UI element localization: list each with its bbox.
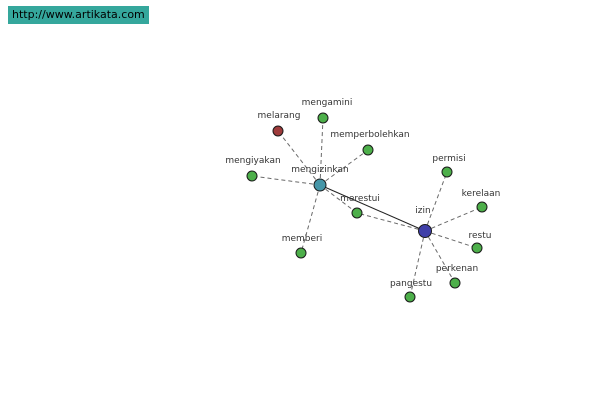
graph-node-label-mengamini[interactable]: mengamini xyxy=(302,98,353,108)
graph-edge-mengizinkan-izin xyxy=(319,184,426,232)
graph-edge-mengizinkan-merestui xyxy=(319,184,358,214)
graph-node-label-memperbolehkan[interactable]: memperbolehkan xyxy=(330,130,409,140)
graph-edge-mengizinkan-memberi xyxy=(300,184,321,254)
graph-node-mengiyakan[interactable] xyxy=(246,170,258,182)
graph-node-label-izin[interactable]: izin xyxy=(415,206,430,216)
graph-node-label-memberi[interactable]: memberi xyxy=(282,234,323,244)
graph-node-label-melarang[interactable]: melarang xyxy=(258,111,301,121)
graph-node-label-mengiyakan[interactable]: mengiyakan xyxy=(225,156,280,166)
graph-node-label-mengizinkan[interactable]: mengizinkan xyxy=(291,165,348,175)
graph-edge-izin-permisi xyxy=(424,171,448,232)
graph-node-label-pangestu[interactable]: pangestu xyxy=(390,279,432,289)
graph-node-izin[interactable] xyxy=(418,224,432,238)
graph-node-restu[interactable] xyxy=(471,242,483,254)
graph-node-perkenan[interactable] xyxy=(449,277,461,289)
graph-node-pangestu[interactable] xyxy=(404,291,416,303)
graph-node-label-restu[interactable]: restu xyxy=(469,231,492,241)
address-bar-url[interactable]: http://www.artikata.com xyxy=(8,6,149,24)
graph-node-memberi[interactable] xyxy=(295,247,307,259)
graph-edge-izin-perkenan xyxy=(424,230,456,284)
graph-node-mengizinkan[interactable] xyxy=(313,178,327,192)
graph-edge-izin-pangestu xyxy=(409,230,426,298)
graph-node-melarang[interactable] xyxy=(272,125,284,137)
graph-node-label-kerelaan[interactable]: kerelaan xyxy=(462,189,501,199)
graph-edge-mengizinkan-mengiyakan xyxy=(251,175,321,186)
graph-node-merestui[interactable] xyxy=(351,207,363,219)
graph-edge-mengizinkan-melarang xyxy=(277,130,321,186)
graph-node-label-permisi[interactable]: permisi xyxy=(432,154,465,164)
graph-edge-izin-merestui xyxy=(356,212,426,232)
graph-edge-izin-kerelaan xyxy=(424,206,483,232)
graph-node-memperbolehkan[interactable] xyxy=(362,144,374,156)
graph-node-kerelaan[interactable] xyxy=(476,201,488,213)
graph-edge-izin-restu xyxy=(424,230,478,249)
graph-node-permisi[interactable] xyxy=(441,166,453,178)
graph-edge-mengizinkan-memperbolehkan xyxy=(319,149,369,186)
graph-node-mengamini[interactable] xyxy=(317,112,329,124)
graph-node-label-merestui[interactable]: merestui xyxy=(340,194,380,204)
graph-node-label-perkenan[interactable]: perkenan xyxy=(436,264,478,274)
